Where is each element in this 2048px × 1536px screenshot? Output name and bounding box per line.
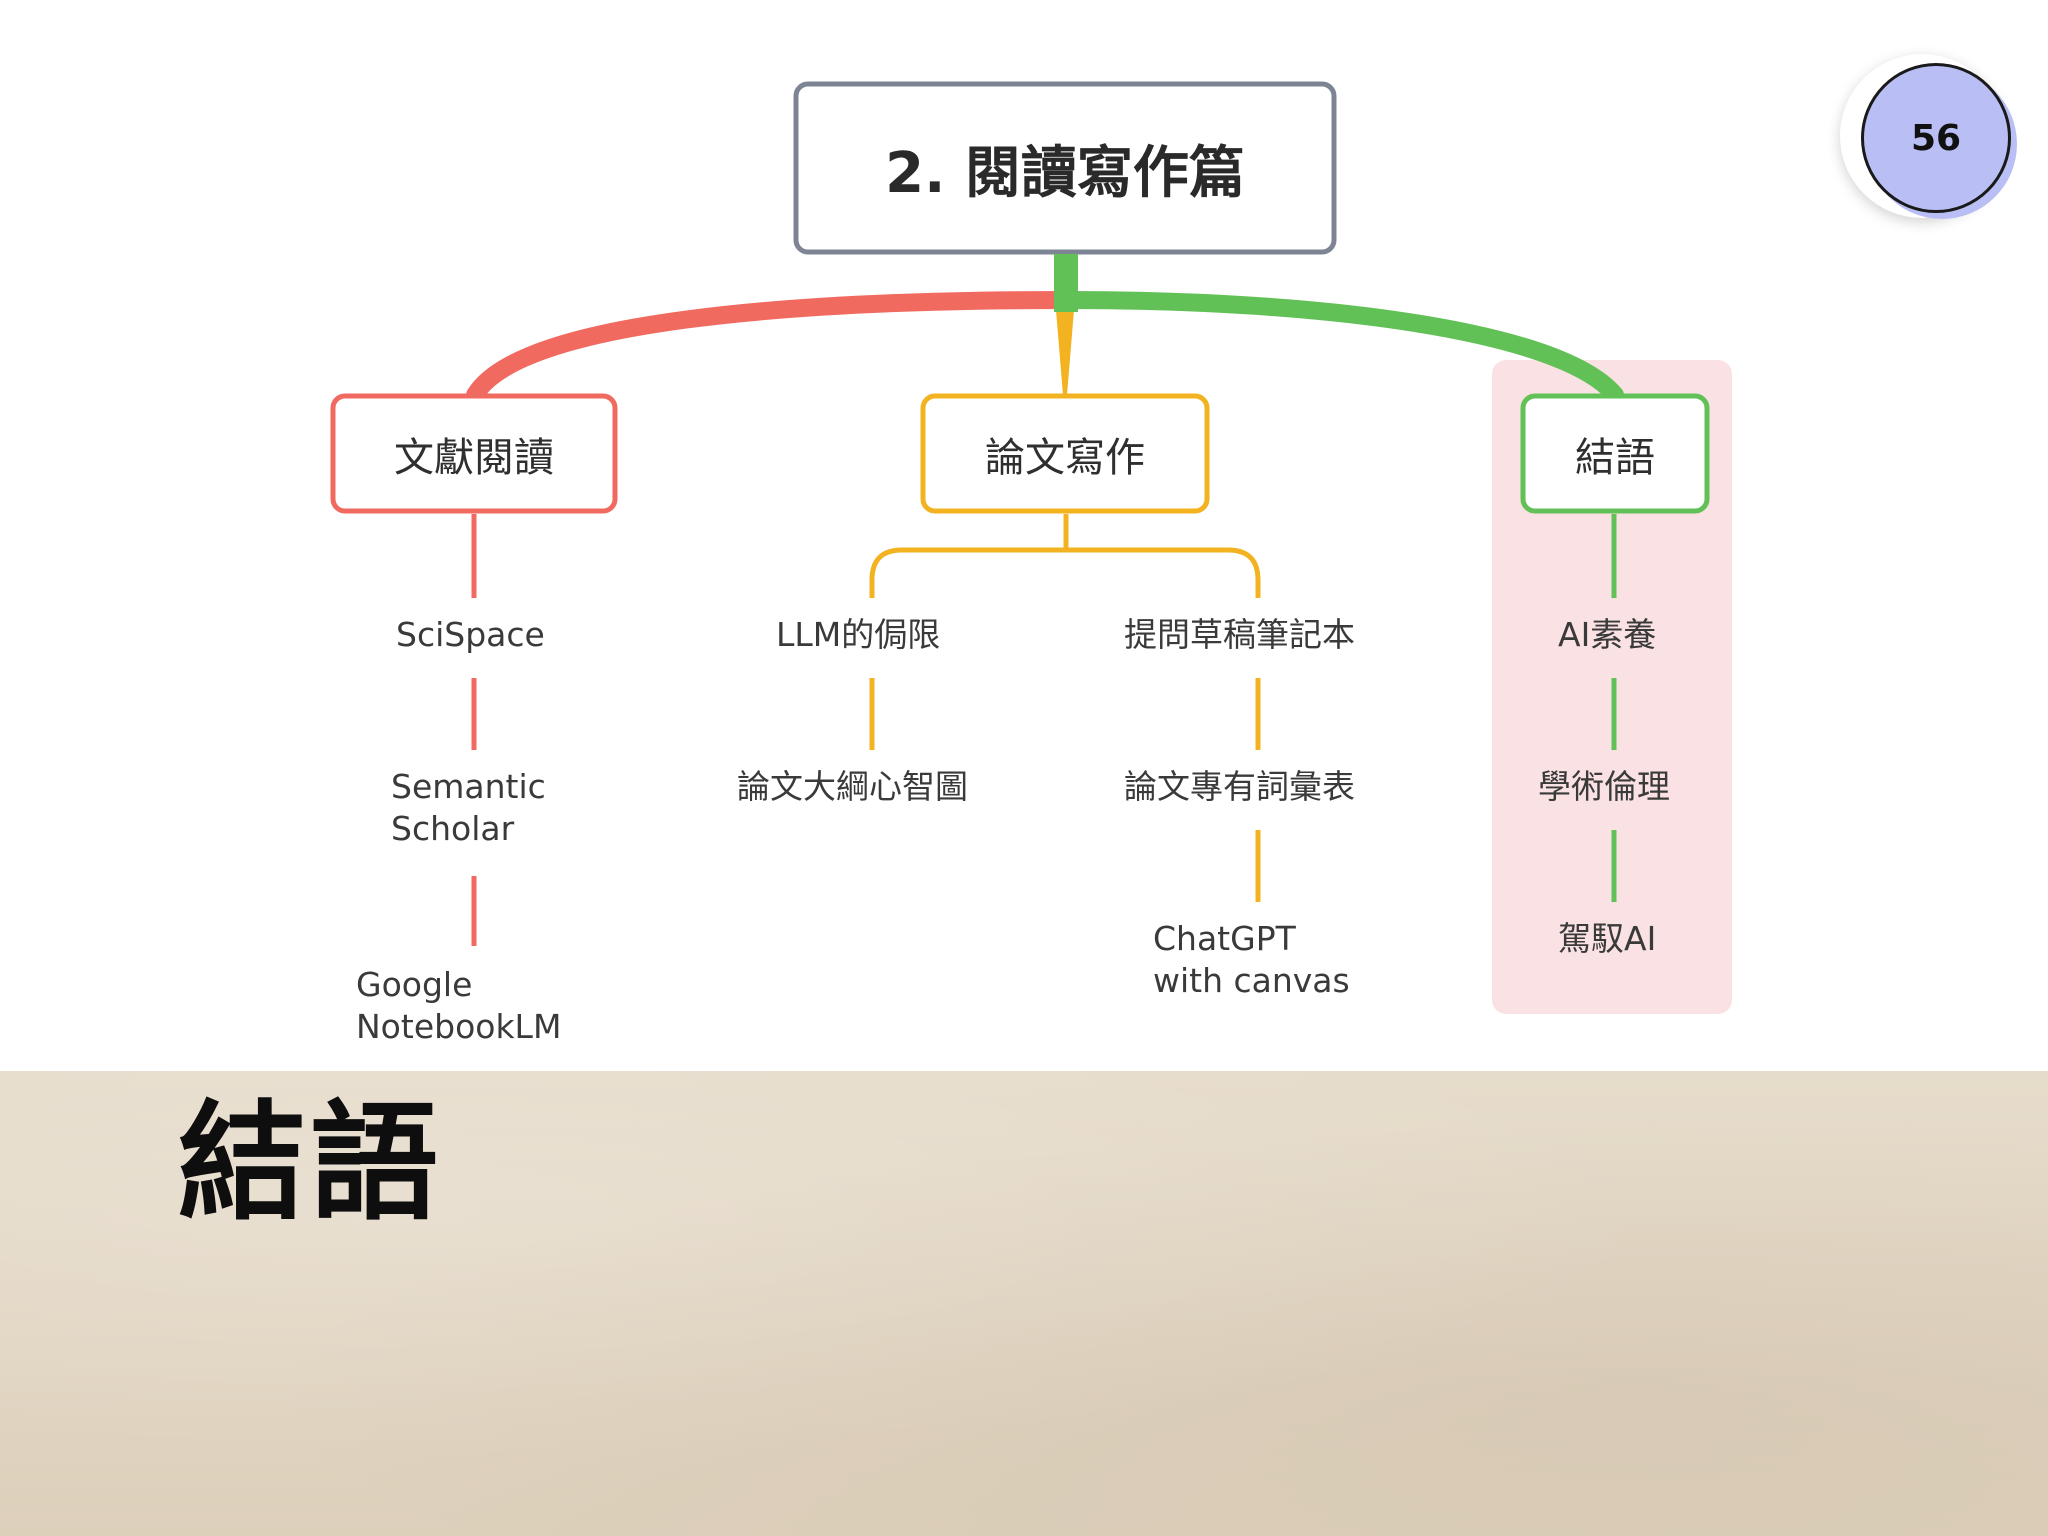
leaf-master-ai: 駕馭AI <box>1558 919 1657 958</box>
branch-red-thin <box>470 352 522 397</box>
page-number-badge: 56 <box>1861 63 2011 213</box>
leaf-semantic-scholar: Semantic Scholar <box>391 767 546 848</box>
branch-red <box>466 291 1074 404</box>
branch-label-3: 結語 <box>1575 434 1655 481</box>
branch-box-3 <box>1520 393 1710 514</box>
branch-green <box>1061 291 1624 404</box>
root-box <box>793 81 1337 255</box>
paper-background <box>0 1071 2048 1536</box>
root-label: 2. 閱讀寫作篇 <box>885 140 1245 206</box>
leaf-ai-literacy: AI素養 <box>1558 615 1657 654</box>
mind-map <box>330 81 1732 1014</box>
connector-yellow-split <box>869 547 1261 598</box>
leaf-scispace: SciSpace <box>396 615 545 654</box>
leaf-google-notebooklm: Google NotebookLM <box>356 965 562 1046</box>
leaf-glossary: 論文專有詞彙表 <box>1124 767 1355 806</box>
leaf-llm-limits: LLM的侷限 <box>776 615 941 654</box>
branch-label-1: 文獻閱讀 <box>394 434 554 481</box>
leaf-outline-mindmap: 論文大綱心智圖 <box>737 767 968 806</box>
leaf-chatgpt-canvas: ChatGPT with canvas <box>1153 919 1350 1000</box>
section-title: 結語 <box>178 1089 443 1238</box>
branch-label-2: 論文寫作 <box>985 434 1145 481</box>
leaf-academic-ethics: 學術倫理 <box>1538 767 1670 806</box>
trunk-green-top <box>1054 254 1078 312</box>
leaf-prompt-notebook: 提問草稿筆記本 <box>1124 615 1355 654</box>
branch-box-1 <box>330 393 618 514</box>
branch-yellow <box>1056 310 1074 395</box>
branch-box-2 <box>920 393 1210 514</box>
